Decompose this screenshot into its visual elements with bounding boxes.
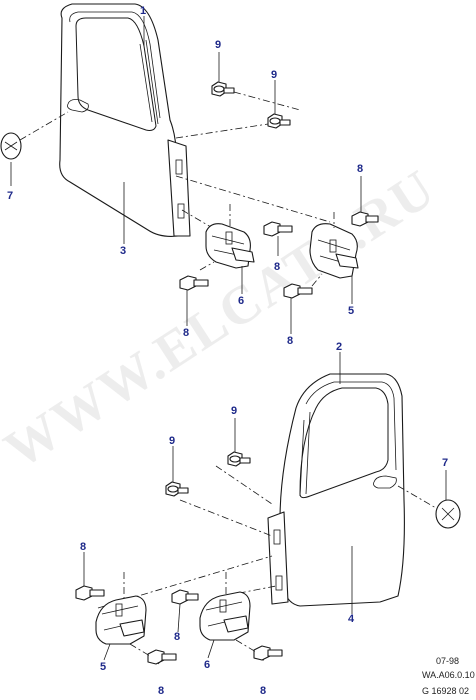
cap-7-lower bbox=[435, 499, 461, 529]
leader-lines bbox=[10, 16, 447, 665]
callout-3: 3 bbox=[120, 245, 126, 257]
footer-figure-ref: G 16928 02 bbox=[422, 686, 469, 696]
callout-6: 6 bbox=[204, 659, 210, 671]
door-shell-lower bbox=[267, 373, 405, 607]
callout-7: 7 bbox=[442, 457, 448, 469]
bolt-8-lower-d bbox=[253, 645, 283, 661]
callout-5: 5 bbox=[348, 305, 354, 317]
hinge-5-lower bbox=[95, 595, 147, 645]
bolt-9-upper-left bbox=[211, 81, 235, 97]
callout-1: 1 bbox=[140, 5, 146, 17]
callout-9: 9 bbox=[271, 69, 277, 81]
callout-8: 8 bbox=[274, 261, 280, 273]
bolt-8-upper-b bbox=[351, 211, 379, 227]
footer-drawing-ref: WA.A06.0.10 bbox=[422, 670, 475, 680]
callout-9: 9 bbox=[215, 39, 221, 51]
bolt-8-upper-d bbox=[283, 283, 313, 299]
callout-6: 6 bbox=[238, 295, 244, 307]
bolt-8-lower-c bbox=[147, 649, 177, 665]
bolt-8-lower-b bbox=[171, 589, 199, 605]
door-handle-upper bbox=[67, 99, 89, 113]
hinge-6-lower bbox=[199, 591, 251, 641]
callout-9: 9 bbox=[169, 435, 175, 447]
bolt-8-lower-a bbox=[75, 585, 105, 601]
callout-labels: 1 9 9 7 8 3 8 6 5 8 8 2 9 9 7 8 4 8 5 6 … bbox=[7, 5, 448, 697]
callout-8: 8 bbox=[80, 541, 86, 553]
callout-8: 8 bbox=[158, 685, 164, 697]
window-opening-upper bbox=[75, 17, 157, 131]
callout-4: 4 bbox=[348, 613, 355, 625]
callout-7: 7 bbox=[7, 190, 13, 202]
callout-8: 8 bbox=[287, 335, 293, 347]
bolt-8-upper-c bbox=[179, 275, 209, 291]
hinge-6-upper bbox=[205, 223, 255, 269]
bolt-9-lower-right bbox=[227, 451, 251, 467]
callout-9: 9 bbox=[231, 405, 237, 417]
callout-8: 8 bbox=[260, 685, 266, 697]
callout-8: 8 bbox=[183, 327, 189, 339]
cap-7-upper bbox=[0, 132, 22, 160]
bolt-9-upper-right bbox=[267, 113, 291, 129]
footer-date: 07-98 bbox=[436, 656, 459, 666]
door-handle-lower bbox=[373, 475, 397, 489]
door-shell-upper bbox=[59, 3, 191, 237]
callout-2: 2 bbox=[336, 341, 342, 353]
callout-8: 8 bbox=[174, 631, 180, 643]
bolt-8-upper-a bbox=[263, 221, 293, 237]
window-opening-lower bbox=[299, 387, 389, 499]
callout-5: 5 bbox=[100, 661, 106, 673]
callout-8: 8 bbox=[357, 163, 363, 175]
footer-codes: 07-98 WA.A06.0.10 G 16928 02 bbox=[422, 656, 475, 696]
bolt-9-lower-left bbox=[165, 481, 189, 497]
hinge-5-upper bbox=[309, 223, 359, 279]
